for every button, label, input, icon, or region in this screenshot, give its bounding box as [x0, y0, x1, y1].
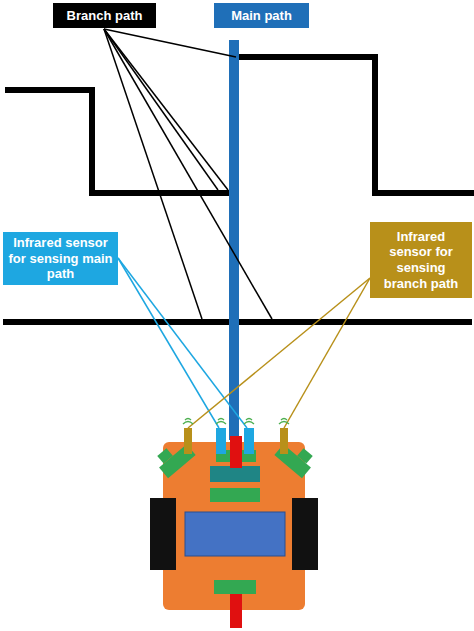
main-sensor-leaders: [118, 258, 247, 428]
main-path-label: Main path: [214, 3, 309, 28]
main-path-line: [229, 40, 239, 440]
robot: [150, 419, 318, 629]
label-text: Infrared sensor for sensing main path: [8, 235, 113, 282]
branch-sensor-label: Infrared sensor for sensing branch path: [370, 222, 472, 298]
branch-sensor-leaders: [188, 278, 370, 428]
branch-path-label: Branch path: [53, 3, 156, 28]
label-text: Infrared sensor for sensing branch path: [375, 229, 467, 291]
label-text: Main path: [231, 8, 292, 24]
main-sensor-label: Infrared sensor for sensing main path: [3, 232, 118, 285]
label-text: Branch path: [67, 8, 143, 24]
